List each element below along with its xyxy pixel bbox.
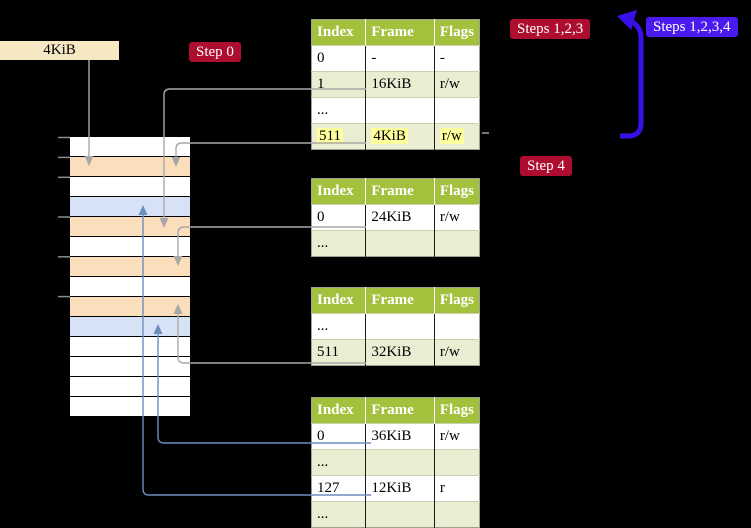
- table-row: ...: [311, 501, 480, 528]
- cell-index: ...: [317, 506, 329, 522]
- cell-flags: r/w: [439, 209, 460, 225]
- memory-frame-row-1: [70, 137, 190, 157]
- table-row: ...: [311, 449, 480, 476]
- cell-index: 0: [317, 50, 325, 66]
- cell-flags: r/w: [439, 344, 460, 360]
- column-header: Frame: [365, 19, 435, 46]
- page-table-2: Index Frame Flags 0 24KiB r/w ...: [311, 178, 480, 257]
- cell-index: 0: [317, 428, 325, 444]
- badge-steps-1-2-3-4: Steps 1,2,3,4: [646, 17, 738, 37]
- table-row: 127 12KiB r: [311, 475, 480, 502]
- recursive-loop-arrow: [617, 10, 644, 139]
- cell-index: 511: [317, 128, 343, 144]
- table-row: 0 36KiB r/w: [311, 423, 480, 450]
- memory-frame-row-9: [70, 297, 190, 317]
- memory-frame-row-10: [70, 317, 190, 337]
- memory-frame-row-4: [70, 197, 190, 217]
- column-header: Flags: [433, 287, 480, 314]
- table-row: 0 - -: [311, 45, 480, 72]
- arrowhead-up-left: [617, 10, 637, 30]
- badge-steps-1-2-3: Steps 1,2,3: [510, 19, 591, 39]
- cell-flags: r/w: [439, 128, 464, 144]
- column-header: Index: [311, 178, 366, 205]
- column-header: Index: [311, 19, 366, 46]
- memory-frame-row-5: [70, 217, 190, 237]
- cell-index: 127: [317, 480, 340, 496]
- frame-size-label: 4KiB: [0, 41, 119, 60]
- cell-index: 511: [317, 344, 339, 360]
- memory-frame-row-13: [70, 377, 190, 397]
- cell-frame: 4KiB: [371, 128, 408, 144]
- column-header: Flags: [433, 397, 480, 424]
- page-table-4: Index Frame Flags 0 36KiB r/w ... 127 12…: [311, 397, 480, 528]
- cell-frame: -: [371, 50, 377, 66]
- memory-frame-row-7: [70, 257, 190, 277]
- cell-frame: 24KiB: [371, 209, 412, 225]
- table-header-row: Index Frame Flags: [311, 287, 480, 314]
- column-header: Frame: [365, 397, 435, 424]
- page-table-3: Index Frame Flags ... 511 32KiB r/w: [311, 287, 480, 366]
- cell-frame: 36KiB: [371, 428, 412, 444]
- page-table-1: Index Frame Flags 0 - - 1 16KiB r/w ... …: [311, 19, 480, 150]
- cell-flags: r/w: [439, 428, 460, 444]
- memory-frame-row-6: [70, 237, 190, 257]
- table-row: ...: [311, 97, 480, 124]
- table-header-row: Index Frame Flags: [311, 19, 480, 46]
- cell-flags: r: [439, 480, 445, 496]
- memory-frame-column: [70, 137, 190, 416]
- cell-frame: 32KiB: [371, 344, 412, 360]
- table-row: 0 24KiB r/w: [311, 204, 480, 231]
- cell-index: ...: [317, 454, 329, 470]
- memory-frame-row-12: [70, 357, 190, 377]
- badge-step-4: Step 4: [520, 156, 572, 176]
- table-header-row: Index Frame Flags: [311, 397, 480, 424]
- cell-index: 0: [317, 209, 325, 225]
- table-header-row: Index Frame Flags: [311, 178, 480, 205]
- cell-index: ...: [317, 102, 329, 118]
- table-row: ...: [311, 230, 480, 257]
- cell-flags: r/w: [439, 76, 460, 92]
- cell-frame: 16KiB: [371, 76, 412, 92]
- column-header: Frame: [365, 287, 435, 314]
- memory-frame-row-3: [70, 177, 190, 197]
- memory-frame-row-2: [70, 157, 190, 177]
- memory-frame-row-8: [70, 277, 190, 297]
- column-header: Frame: [365, 178, 435, 205]
- table-row: 511 32KiB r/w: [311, 339, 480, 366]
- cell-frame: 12KiB: [371, 480, 412, 496]
- column-header: Index: [311, 287, 366, 314]
- cell-index: 1: [317, 76, 325, 92]
- column-header: Index: [311, 397, 366, 424]
- memory-frame-row-11: [70, 337, 190, 357]
- cell-index: ...: [317, 235, 329, 251]
- cell-index: ...: [317, 318, 329, 334]
- memory-tick-marks: [58, 136, 70, 298]
- column-header: Flags: [433, 178, 480, 205]
- table-row: 1 16KiB r/w: [311, 71, 480, 98]
- cell-flags: -: [439, 50, 445, 66]
- column-header: Flags: [433, 19, 480, 46]
- badge-step-0: Step 0: [189, 42, 241, 62]
- memory-frame-row-14: [70, 397, 190, 416]
- table-row: ...: [311, 313, 480, 340]
- table-row-highlighted: 511 4KiB r/w: [311, 123, 480, 150]
